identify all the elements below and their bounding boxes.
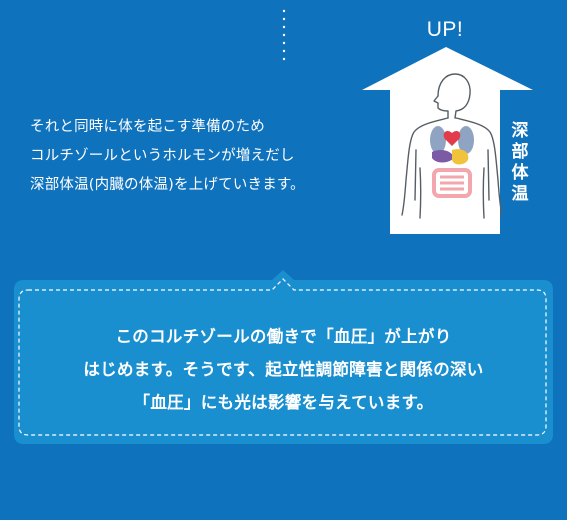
intro-line-1: それと同時に体を起こす準備のため [30, 119, 265, 135]
bubble-line-1: このコルチゾールの働きで「血圧」が上がり [115, 327, 452, 346]
vertical-char: 部 [511, 142, 529, 162]
intro-line-2: コルチゾールというホルモンが増えだし [30, 148, 295, 164]
intro-line-3: 深部体温(内臓の体温)を上げていきます。 [30, 177, 305, 193]
deep-body-temperature-label: 深 部 体 温 [509, 121, 531, 205]
vertical-char: 深 [511, 121, 529, 141]
bubble-line-2: はじめます。そうです、起立性調節障害と関係の深い [83, 360, 484, 379]
human-body-icon [401, 73, 503, 219]
bubble-line-3: 「血圧」にも光は影響を与えています。 [133, 393, 434, 412]
organs-icon [430, 126, 474, 198]
bubble-text: このコルチゾールの働きで「血圧」が上がり はじめます。そうです、起立性調節障害と… [14, 320, 553, 419]
vertical-char: 体 [511, 163, 529, 183]
intro-text: それと同時に体を起こす準備のため コルチゾールというホルモンが増えだし 深部体温… [30, 113, 370, 200]
up-label: UP! [426, 18, 464, 41]
vertical-char: 温 [511, 184, 529, 204]
